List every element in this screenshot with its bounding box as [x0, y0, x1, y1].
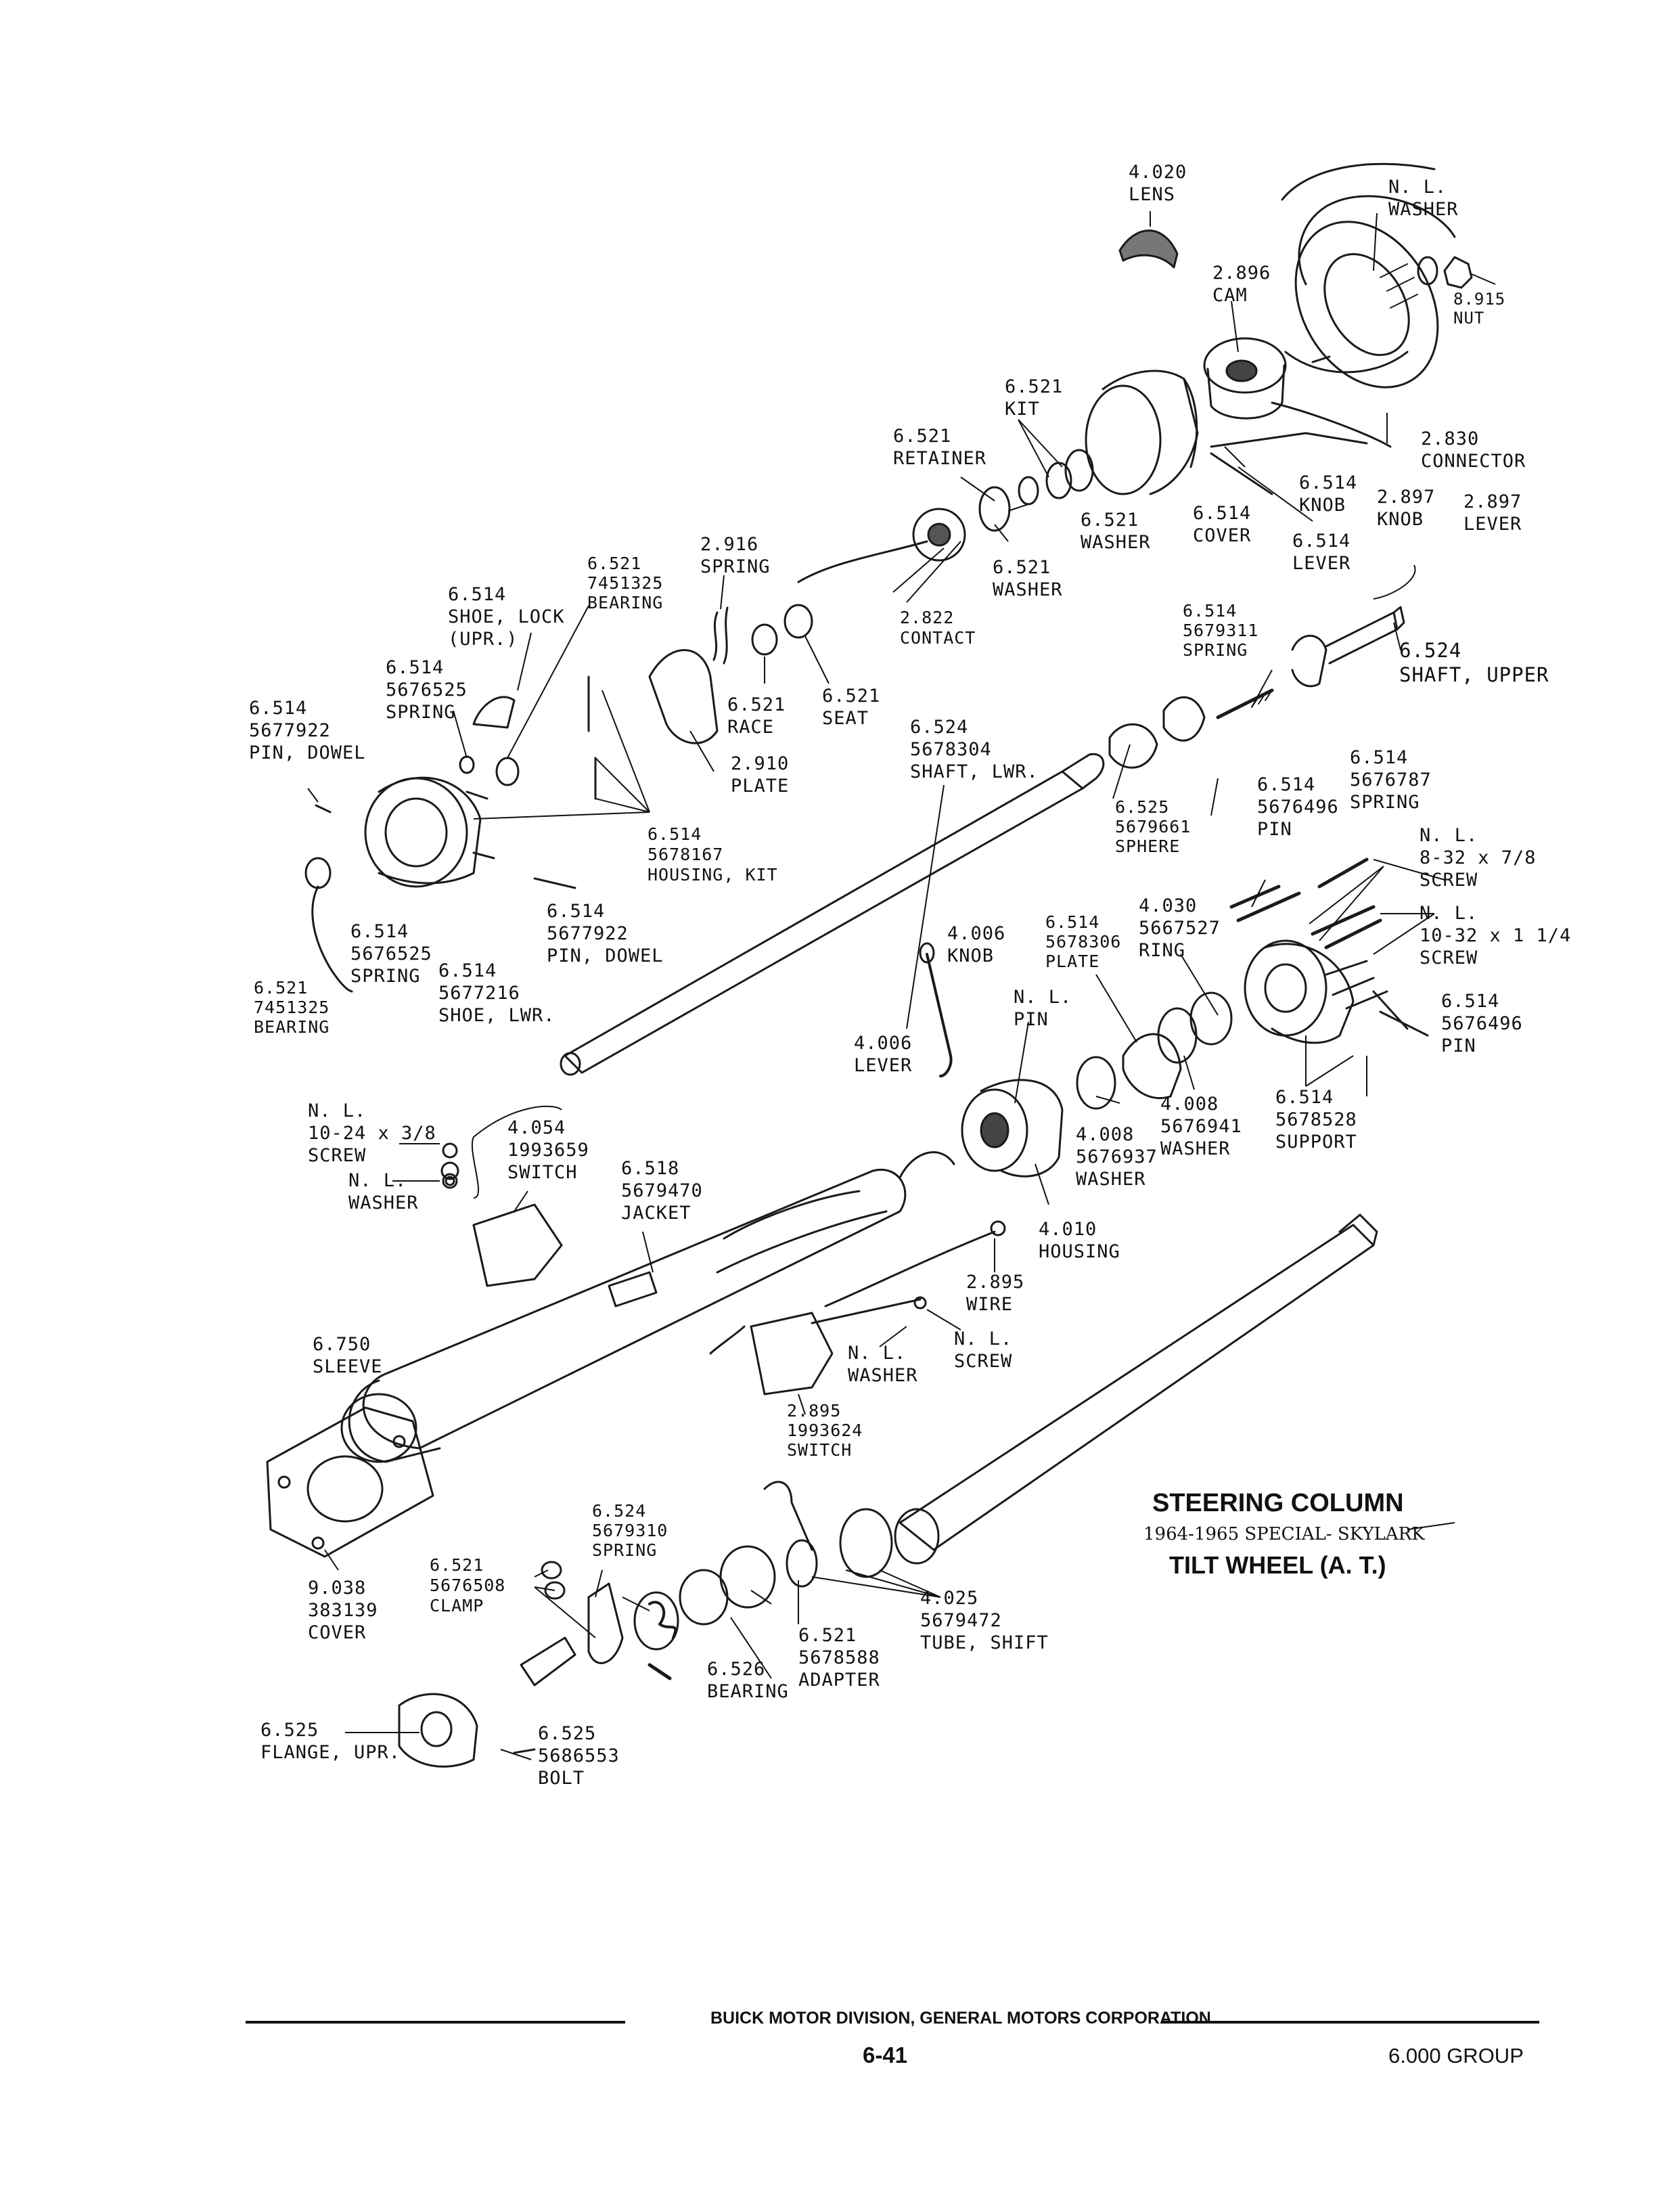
label-nl-washer-top: N. L.WASHER	[1388, 177, 1459, 220]
sleeve-and-cover	[266, 1379, 441, 1558]
diagram-title: STEERING COLUMN	[1152, 1489, 1404, 1517]
footer-group: 6.000 GROUP	[1388, 2044, 1524, 2068]
label-nl-washer-mid: N. L.WASHER	[848, 1343, 918, 1386]
flange-upper-part	[398, 1636, 576, 1768]
diagram-subtitle: 1964-1965 SPECIAL- SKYLARK	[1143, 1524, 1425, 1544]
cam-part	[1203, 337, 1331, 420]
switch-1993659-part	[472, 1203, 563, 1287]
label-nl-screw-mid: N. L.SCREW	[954, 1328, 1013, 1372]
housing-kit-part	[364, 776, 495, 888]
footer-division: BUICK MOTOR DIVISION, GENERAL MOTORS COR…	[710, 2009, 1211, 2028]
steering-wheel-hub	[1281, 162, 1473, 388]
switch-1993624-part	[750, 1312, 834, 1395]
label-nl-pin: N. L.PIN	[1014, 987, 1072, 1030]
cover-part	[1085, 370, 1199, 495]
sphere-part	[1108, 696, 1206, 769]
shift-tube-part	[894, 1213, 1378, 1565]
footer-page-number: 6-41	[863, 2042, 908, 2068]
lower-shaft-part	[560, 753, 1105, 1076]
diagram-subtitle-2: TILT WHEEL (A. T.)	[1169, 1551, 1386, 1579]
plate-part	[648, 649, 719, 744]
lens-part	[1118, 229, 1179, 269]
upper-shaft-part	[1291, 606, 1405, 688]
label-nl-washer-left: N. L.WASHER	[348, 1170, 419, 1213]
support-assembly	[1244, 939, 1388, 1044]
kit-rings	[912, 449, 1094, 562]
jacket-part	[362, 1151, 955, 1450]
housing-4010-part	[961, 1079, 1064, 1178]
